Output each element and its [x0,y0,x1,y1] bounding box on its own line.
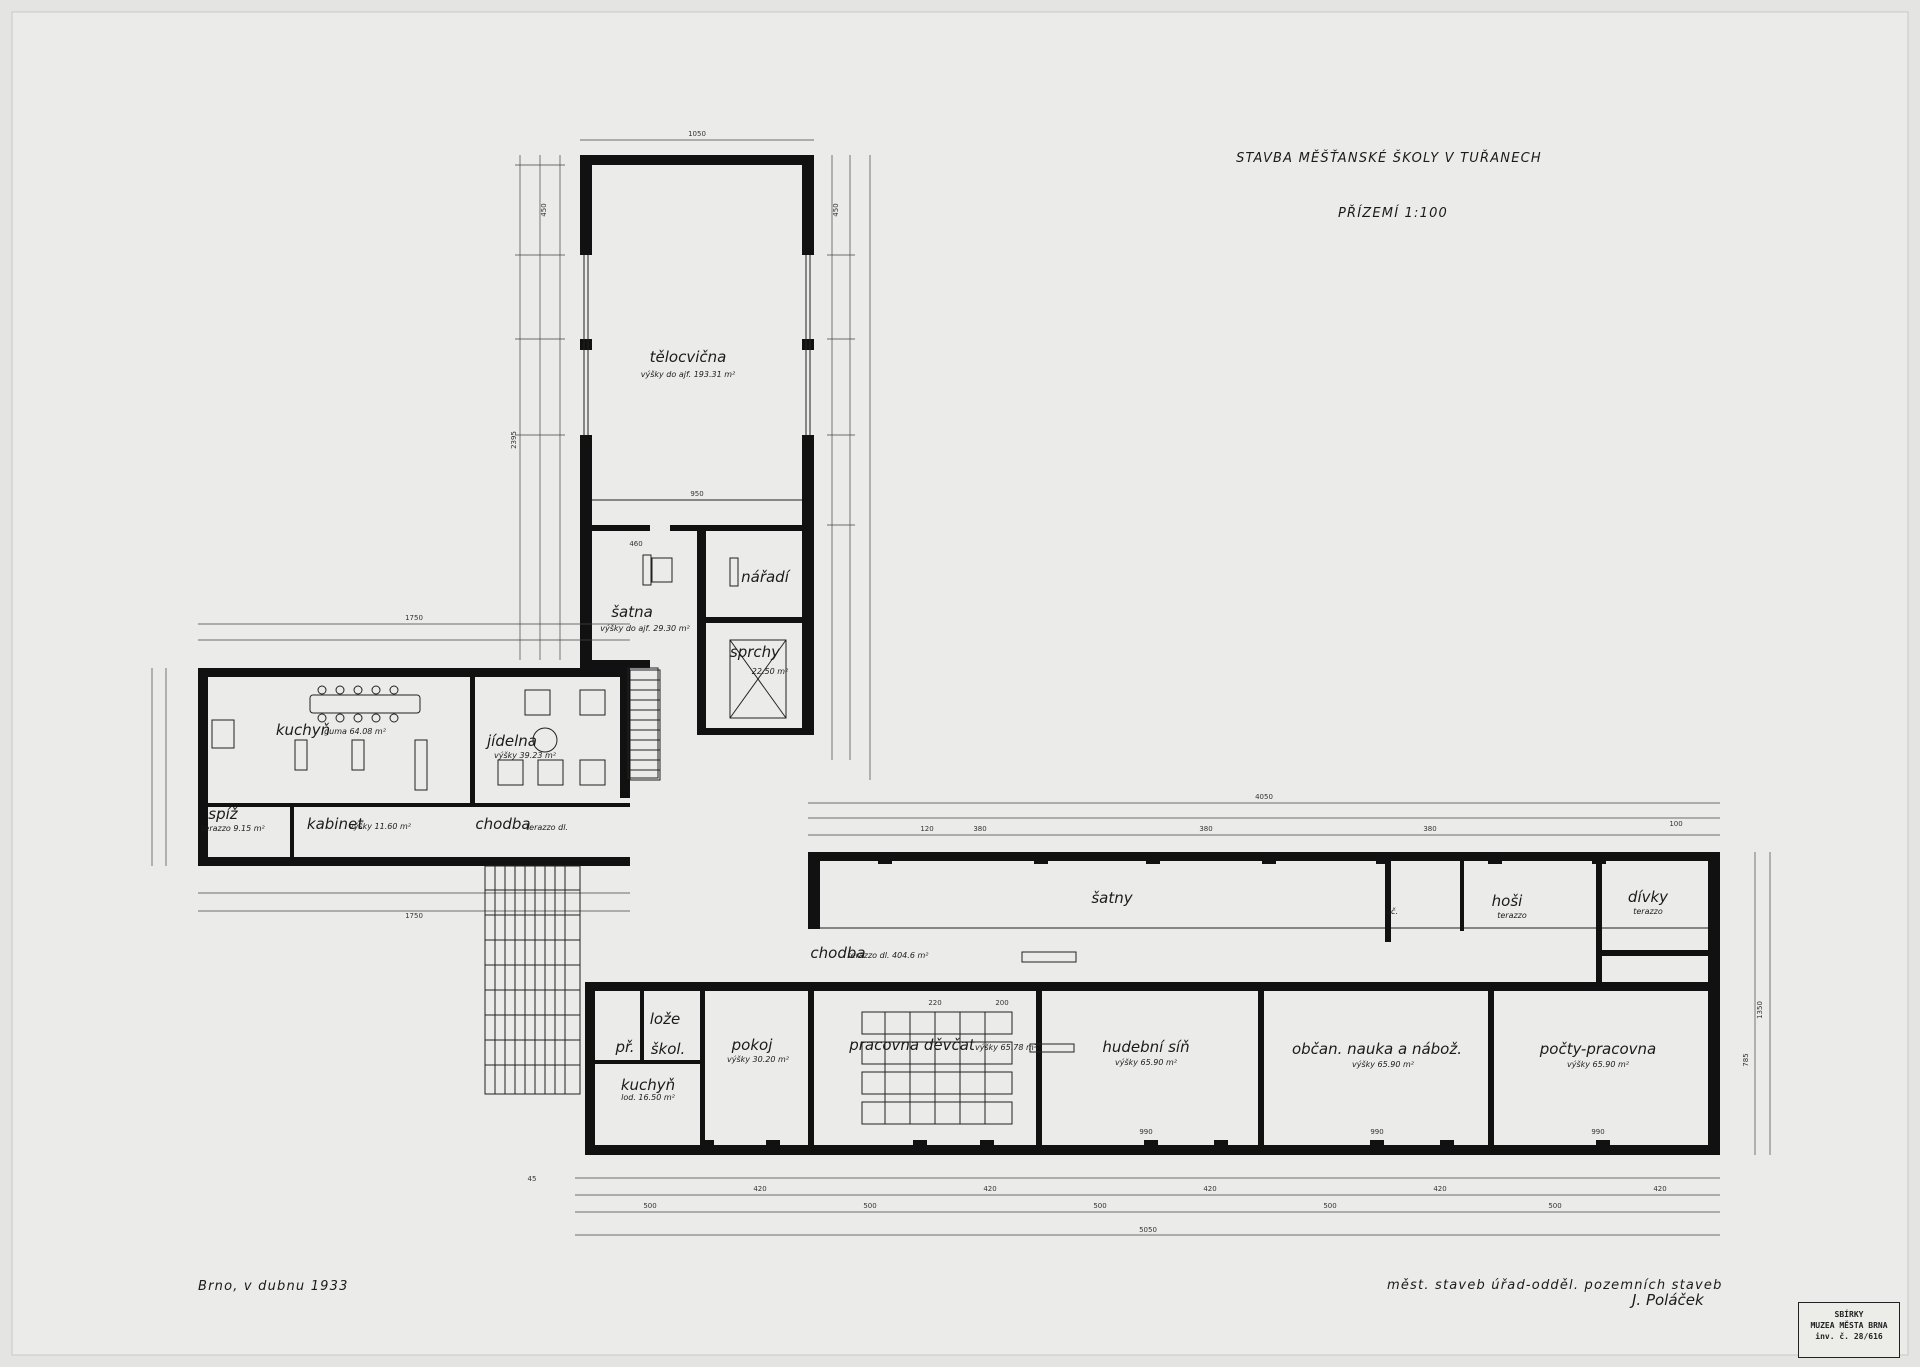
dim-module-e: 500 [1548,1202,1561,1210]
room-pocty-pracovna-sub: výšky 65.90 m² [1567,1059,1630,1069]
paper-border [11,11,1909,1356]
room-jidelna: jídelna [485,732,537,750]
signature: J. Poláček [1629,1291,1705,1309]
room-divky: dívky [1628,888,1669,906]
dim-span-c: 990 [1591,1128,1604,1136]
dim-420-e: 420 [1653,1185,1666,1193]
dim-main-total: 5050 [1139,1226,1157,1234]
west-wing [198,667,659,866]
dim-45: 45 [528,1175,537,1183]
room-divky-sub: terazzo [1633,907,1663,916]
place-date: Brno, v dubnu 1933 [198,1279,349,1294]
room-chodba-main-sub: terazzo dl. 404.6 m² [848,951,930,960]
room-spiz-sub: terazzo 9.15 m² [201,824,265,833]
main-wing [585,852,1720,1155]
dim-gym-side-a: 450 [540,203,548,216]
room-pokoj-sub: výšky 30.20 m² [727,1054,790,1064]
entrance-steps [484,865,581,1095]
dim-100: 100 [1669,820,1682,828]
dim-side-785: 785 [1742,1053,1750,1066]
dim-side-1350: 1350 [1756,1001,1764,1019]
dim-gym-inner: 950 [690,490,703,498]
room-kuchyn-small: kuchyň [621,1076,675,1094]
room-kuchyn-small-sub: lod. 16.50 m² [621,1093,676,1102]
room-satny: šatny [1091,889,1133,907]
dim-span-b: 990 [1370,1128,1383,1136]
gym-block [580,155,814,525]
project-title: STAVBA MĚŠŤANSKÉ ŠKOLY V TUŘANECH [1236,150,1542,166]
sheet-title: PŘÍZEMÍ 1:100 [1338,205,1448,221]
dim-module-b: 500 [863,1202,876,1210]
dim-gym-length: 2395 [510,431,518,449]
room-hudebni-sin: hudební síň [1102,1038,1189,1056]
west-wing-dimensions [151,623,630,912]
room-kuchyn-sub: guma 64.08 m² [324,727,387,736]
room-telocvicna: tělocvična [650,348,727,366]
room-obcan-nauka-sub: výšky 65.90 m² [1352,1059,1415,1069]
room-telocvicna-sub: výšky do ajf. 193.31 m² [641,369,736,379]
stamp-line-2: MUZEA MĚSTA BRNA [1810,1321,1888,1330]
room-loze: lože [650,1010,680,1028]
room-spiz: spíž [208,805,239,823]
room-uc: uč. [1386,906,1398,916]
dim-gym-width: 1050 [688,130,706,138]
room-hudebni-sin-sub: výšky 65.90 m² [1115,1057,1178,1067]
room-kabinet: kabinet [307,815,364,833]
dim-420-c: 420 [1203,1185,1216,1193]
stamp-line-3: inv. č. 28/616 [1815,1332,1883,1341]
dim-module-c: 500 [1093,1202,1106,1210]
dim-420-d: 420 [1433,1185,1446,1193]
dim-420-b: 420 [983,1185,996,1193]
room-satna-gym-sub: výšky do ajf. 29.30 m² [600,623,690,633]
room-hosi: hoši [1492,892,1523,910]
room-pracovna-divcat-sub: výšky 65.78 m² [975,1042,1038,1052]
service-block [580,525,814,781]
room-satna-gym: šatna [611,603,653,621]
room-obcan-nauka: občan. nauka a nábož. [1292,1040,1462,1058]
office-name: měst. staveb úřad-odděl. pozemních stave… [1387,1278,1723,1293]
room-skol: škol. [651,1040,686,1058]
museum-stamp: SBÍRKY MUZEA MĚSTA BRNA inv. č. 28/616 [1798,1302,1900,1358]
room-pracovna-divcat: pracovna děvčat [848,1036,976,1054]
room-sprchy: sprchy [730,643,781,661]
room-naradi: nářadí [741,568,791,586]
dim-module-d: 500 [1323,1202,1336,1210]
dim-200: 200 [995,999,1008,1007]
dim-module-a: 500 [643,1202,656,1210]
dim-gym-side-b: 450 [832,203,840,216]
dim-220: 220 [928,999,941,1007]
room-pr: př. [614,1038,634,1056]
dim-span-a: 990 [1139,1128,1152,1136]
room-chodba-west: chodba [475,815,530,833]
room-kabinet-sub: výšky 11.60 m² [349,821,412,831]
dim-west-bottom: 1750 [405,912,423,920]
dim-380-a: 380 [973,825,986,833]
room-sprchy-sub: 22.50 m² [752,667,789,676]
dim-satna-460: 460 [629,540,642,548]
main-wing-dimensions [575,802,1771,1236]
dim-380-c: 380 [1423,825,1436,833]
room-hosi-sub: terazzo [1497,911,1527,920]
room-kuchyn: kuchyň [276,721,330,739]
dim-420-a: 420 [753,1185,766,1193]
room-chodba-west-sub: terazzo dl. [526,823,568,832]
dim-120: 120 [920,825,933,833]
dim-west-width: 1750 [405,614,423,622]
gym-dimensions [515,139,871,780]
room-pocty-pracovna: počty-pracovna [1539,1040,1656,1058]
room-jidelna-sub: výšky 39.23 m² [494,750,557,760]
stamp-line-1: SBÍRKY [1834,1310,1864,1319]
room-chodba-main: chodba [810,944,865,962]
dim-main-length: 4050 [1255,793,1273,801]
room-pokoj: pokoj [731,1036,774,1054]
dim-380-b: 380 [1199,825,1212,833]
